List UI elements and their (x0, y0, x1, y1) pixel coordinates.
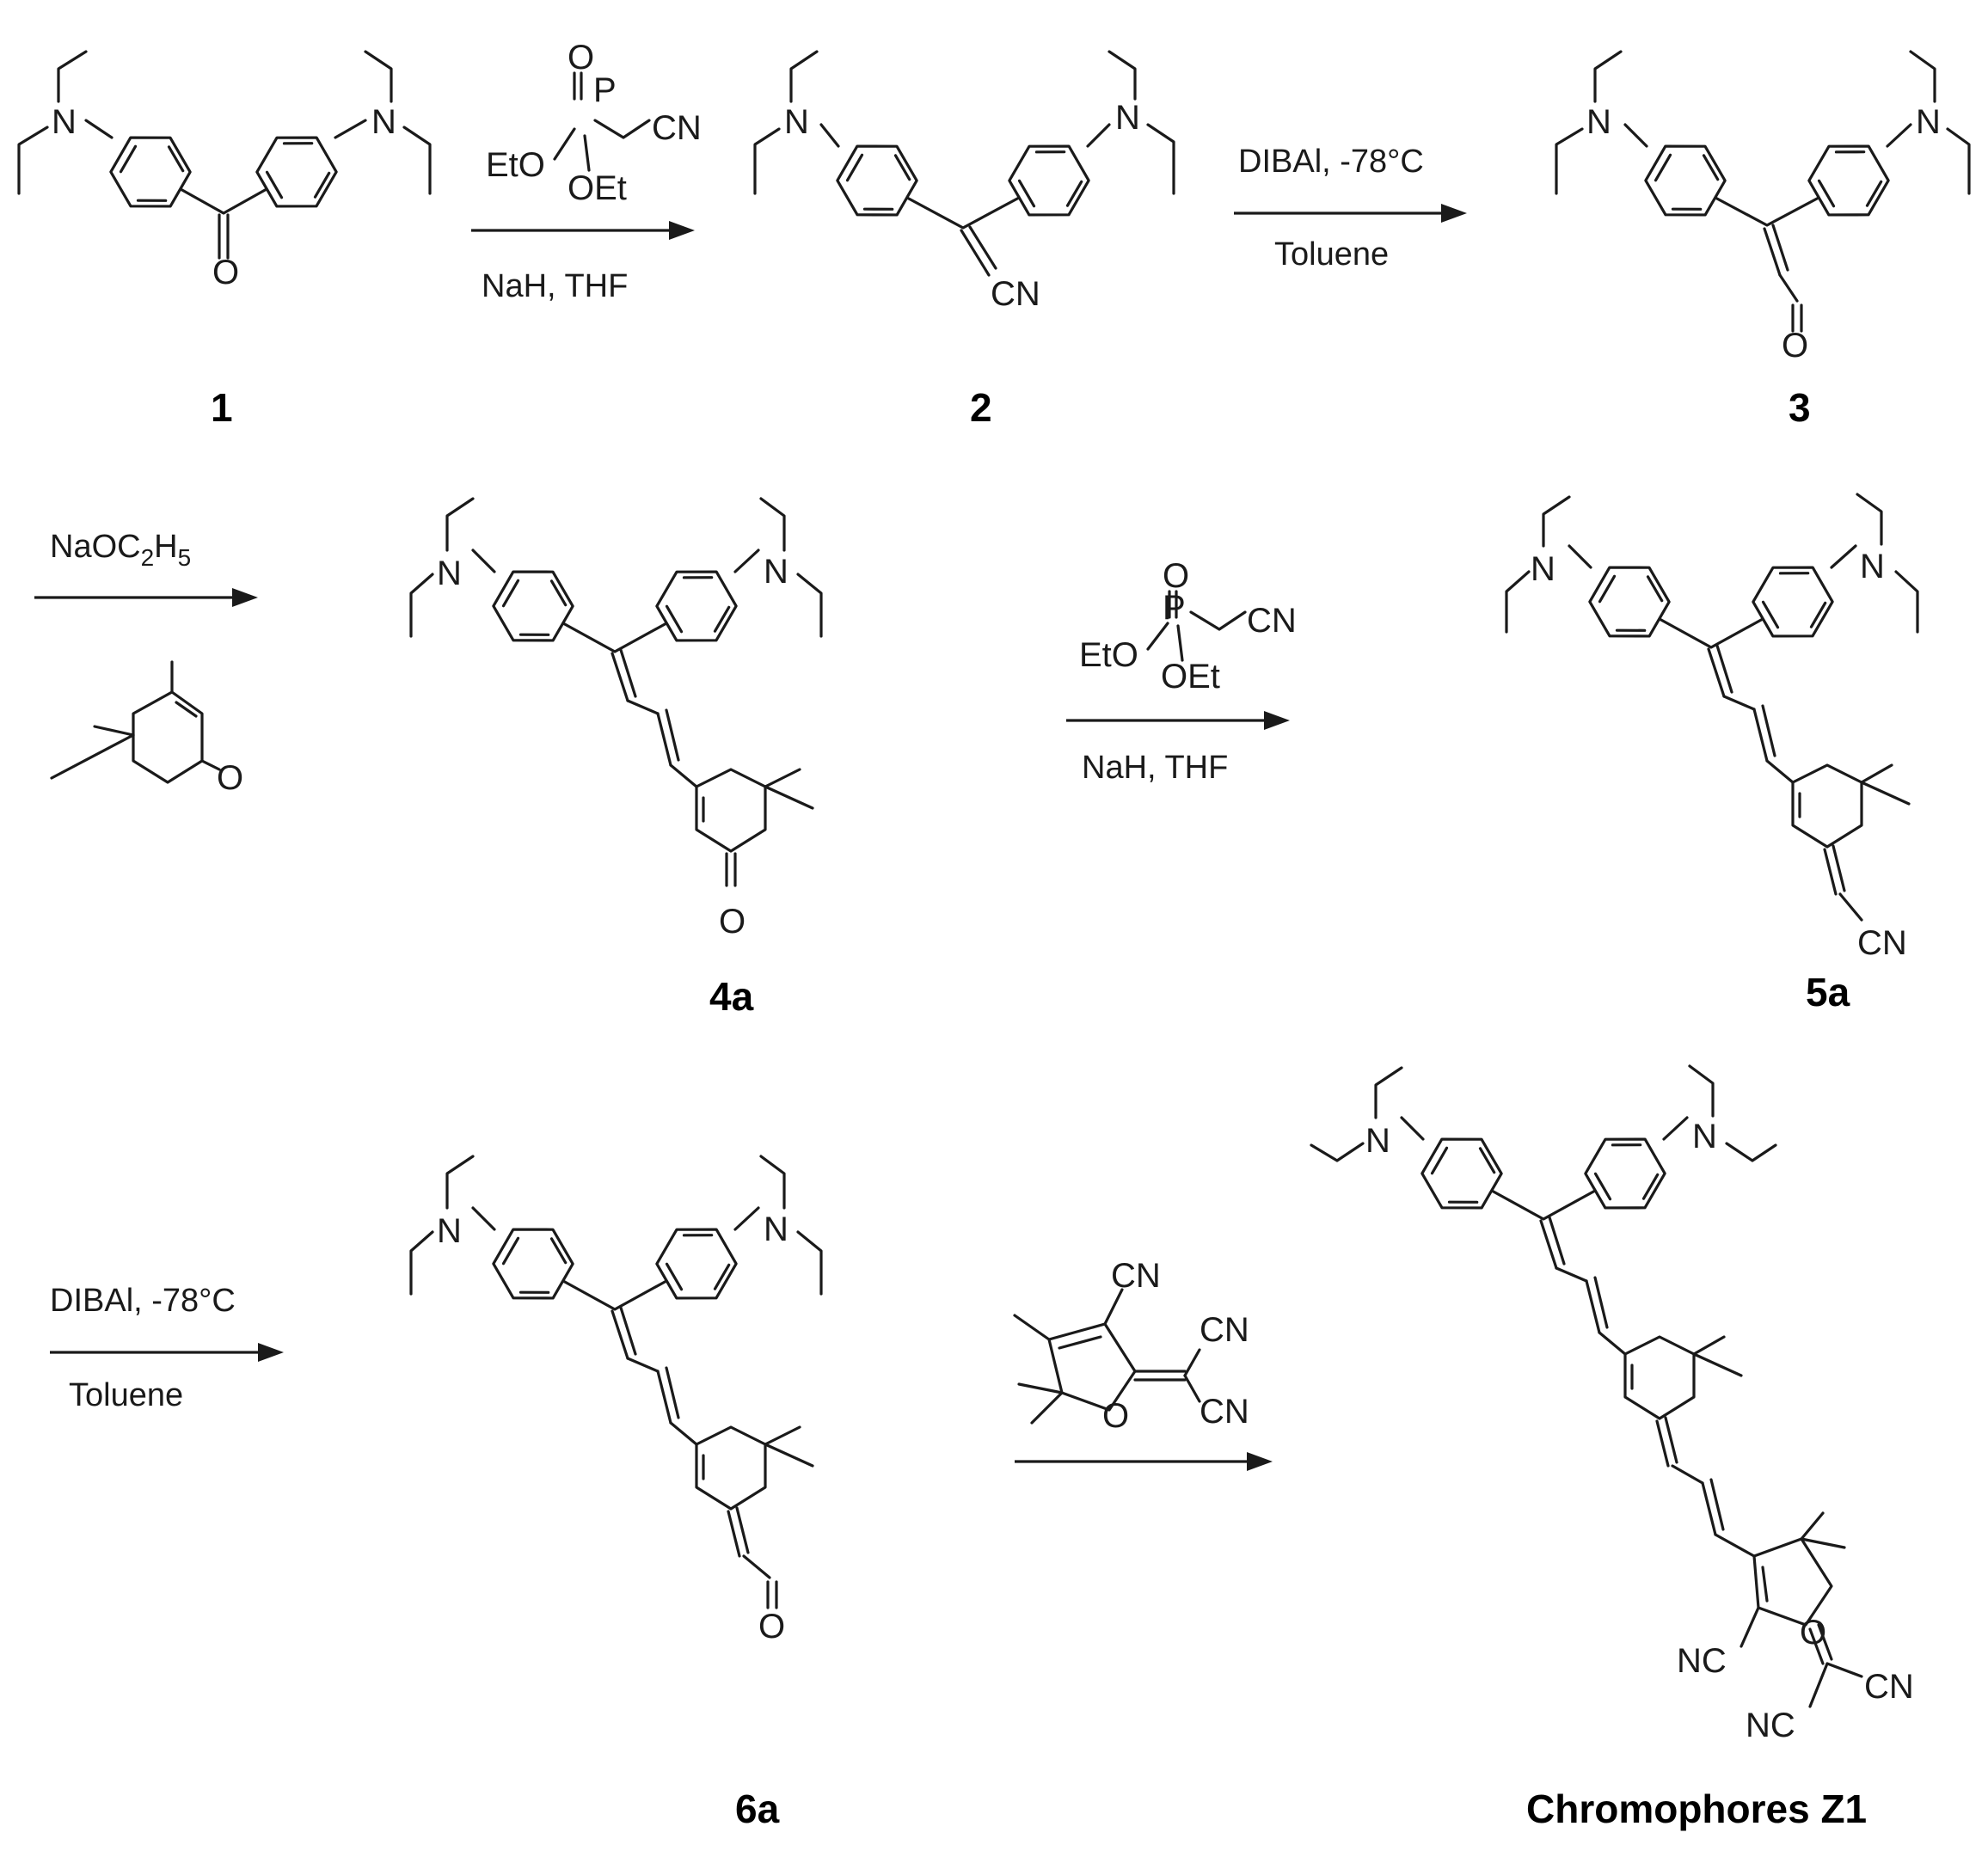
phosphorus: P (593, 71, 617, 109)
compound-2: CN N N (753, 50, 1175, 313)
svg-text:CN: CN (1247, 602, 1297, 640)
compound-5a: CN N N (1505, 493, 1919, 962)
conditions-step3: NaOC2H5 (50, 529, 191, 571)
svg-text:EtO: EtO (1079, 636, 1138, 674)
reaction-arrow-1 (471, 221, 695, 240)
compound-label-6a: 6a (735, 1787, 780, 1831)
svg-text:N: N (1115, 99, 1140, 137)
compound-label-5a: 5a (1806, 970, 1850, 1014)
conditions-step2-above: DIBAl, -78°C (1238, 144, 1424, 180)
compound-4a: O N N (409, 497, 823, 941)
svg-text:N: N (764, 1210, 788, 1248)
compound-label-1: 1 (211, 385, 233, 430)
svg-text:CN: CN (1857, 924, 1907, 962)
compound-label-z1: Chromophores Z1 (1526, 1787, 1867, 1831)
svg-text:N: N (1365, 1122, 1390, 1160)
svg-text:N: N (764, 553, 788, 591)
svg-text:N: N (437, 555, 462, 592)
svg-text:O: O (1102, 1397, 1129, 1435)
isophorone-reagent: O (50, 660, 243, 797)
conditions-step1: NaH, THF (482, 268, 628, 304)
reaction-arrow-5 (50, 1343, 284, 1362)
amine-nitrogen: N (52, 103, 77, 141)
compound-label-4a: 4a (709, 974, 754, 1019)
svg-text:NC: NC (1746, 1707, 1795, 1744)
amine-nitrogen: N (371, 103, 396, 141)
svg-text:N: N (1692, 1118, 1717, 1155)
reaction-arrow-4 (1066, 711, 1290, 730)
tcf-acceptor-reagent: O CN CN CN (1013, 1257, 1249, 1435)
reaction-arrow-6 (1015, 1452, 1273, 1471)
phosphonate-reagent: P O EtO OEt CN (486, 39, 702, 207)
svg-text:N: N (1586, 103, 1611, 141)
conditions-step5-below: Toluene (69, 1377, 183, 1413)
reaction-arrow-3 (34, 588, 258, 607)
compound-3: O N N (1555, 50, 1971, 365)
conditions-step4: NaH, THF (1082, 750, 1228, 786)
svg-text:O: O (719, 903, 746, 941)
svg-text:N: N (784, 103, 809, 141)
svg-text:O: O (1782, 327, 1808, 365)
compound-label-2: 2 (970, 385, 992, 430)
svg-text:O: O (568, 39, 594, 77)
svg-text:P: P (1163, 589, 1186, 627)
svg-text:CN: CN (1864, 1668, 1914, 1706)
svg-text:CN: CN (1200, 1311, 1249, 1349)
compound-6a: O N N (409, 1155, 823, 1646)
reaction-arrow-2 (1234, 204, 1467, 223)
phosphonate-reagent-2: P O EtO OEt CN (1079, 557, 1297, 696)
svg-text:EtO: EtO (486, 146, 545, 184)
svg-text:CN: CN (652, 109, 702, 147)
svg-text:OEt: OEt (568, 169, 627, 207)
svg-text:CN: CN (1200, 1393, 1249, 1431)
compound-1: O N N (17, 50, 432, 291)
svg-text:O: O (217, 759, 243, 797)
svg-text:N: N (1860, 548, 1885, 585)
svg-text:OEt: OEt (1161, 658, 1220, 696)
carbonyl-oxygen: O (212, 254, 239, 291)
svg-text:NC: NC (1677, 1642, 1727, 1680)
conditions-step2-below: Toluene (1274, 236, 1389, 273)
svg-text:CN: CN (1111, 1257, 1161, 1295)
svg-text:O: O (758, 1608, 785, 1646)
chromophore-z1: O CN NC NC N N (1310, 1064, 1914, 1744)
svg-text:N: N (437, 1212, 462, 1250)
svg-text:O: O (1163, 557, 1189, 595)
svg-text:CN: CN (991, 275, 1040, 313)
svg-text:N: N (1531, 550, 1555, 588)
svg-text:N: N (1916, 103, 1941, 141)
compound-label-3: 3 (1789, 385, 1811, 430)
conditions-step5-above: DIBAl, -78°C (50, 1283, 236, 1319)
